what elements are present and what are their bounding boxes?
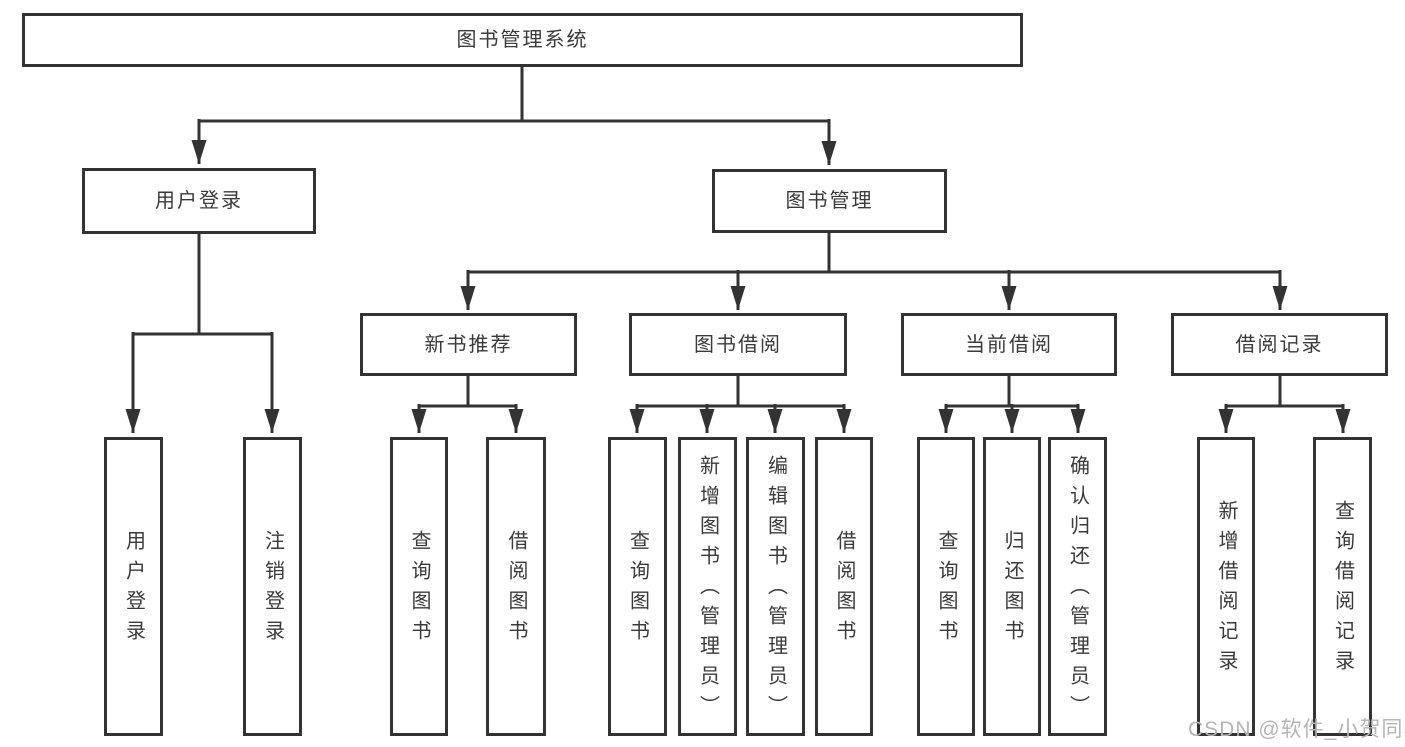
leaf-current-confirm-admin: 确认归还（管理员） [1048,437,1107,736]
leaf-user-login: 用户登录 [104,437,163,736]
borrow-records-node: 借阅记录 [1171,313,1388,376]
leaf-bookborrow-edit-admin: 编辑图书（管理员） [746,437,805,736]
watermark-csdn: CSDN @软件_小贺同学 [1188,718,1405,741]
new-books-node: 新书推荐 [360,313,577,376]
leaf-logout: 注销登录 [243,437,302,736]
leaf-current-return: 归还图书 [983,437,1041,736]
leaf-current-query: 查询图书 [917,437,975,736]
leaf-bookborrow-borrow: 借阅图书 [815,437,873,736]
book-mgmt-node: 图书管理 [712,169,947,233]
leaf-bookborrow-query: 查询图书 [608,437,667,736]
leaf-records-query: 查询借阅记录 [1313,437,1372,736]
book-borrow-node: 图书借阅 [629,313,847,376]
current-borrow-node: 当前借阅 [901,313,1117,376]
user-login-node: 用户登录 [82,168,316,234]
leaf-newbooks-borrow: 借阅图书 [486,437,546,736]
leaf-newbooks-query: 查询图书 [390,437,448,736]
leaf-bookborrow-add-admin: 新增图书（管理员） [678,437,737,736]
root-node: 图书管理系统 [22,13,1023,67]
leaf-records-add: 新增借阅记录 [1197,437,1255,736]
